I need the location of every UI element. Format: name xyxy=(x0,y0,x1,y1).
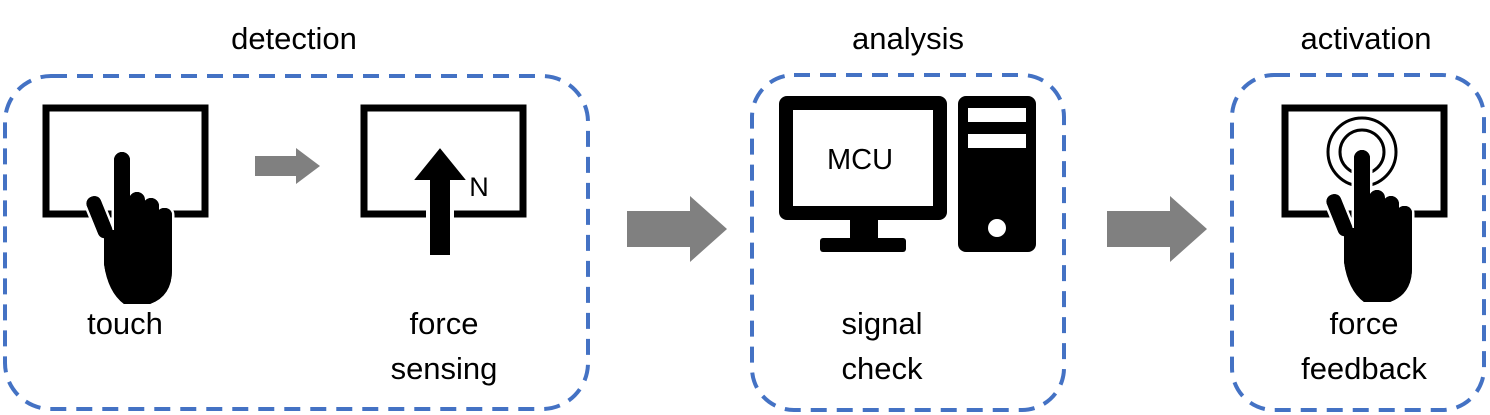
signal-check-label-line1: signal xyxy=(841,306,923,341)
force-feedback-label-line1: force xyxy=(1329,306,1399,341)
activation-stage-box xyxy=(1230,73,1486,412)
force-feedback-label-line2: feedback xyxy=(1301,351,1427,386)
activation-stage-title: activation xyxy=(1300,21,1432,56)
touch-label: touch xyxy=(87,306,163,341)
signal-check-label-line2: check xyxy=(841,351,923,386)
force-arrow-screen-icon xyxy=(360,104,527,259)
detection-stage-box xyxy=(3,74,590,411)
tower-icon xyxy=(958,96,1036,252)
touch-to-force-arrow xyxy=(255,148,320,184)
computer-icon xyxy=(779,96,1036,252)
force-sensing-label-line1: force xyxy=(409,306,479,341)
analysis-stage-title: analysis xyxy=(852,21,964,56)
force-up-arrow xyxy=(405,141,475,259)
monitor-icon xyxy=(779,96,947,252)
mcu-screen-label: MCU xyxy=(826,144,894,176)
hand-touch-screen-icon xyxy=(42,104,209,304)
analysis-stage-box xyxy=(750,73,1066,412)
analysis-to-activation-arrow xyxy=(1107,196,1207,262)
force-unit-label: N xyxy=(469,172,489,202)
detection-stage-title: detection xyxy=(231,21,357,56)
detection-to-analysis-arrow xyxy=(627,196,727,262)
hand-vibration-screen-icon xyxy=(1281,104,1448,302)
force-sensing-label-line2: sensing xyxy=(390,351,498,386)
